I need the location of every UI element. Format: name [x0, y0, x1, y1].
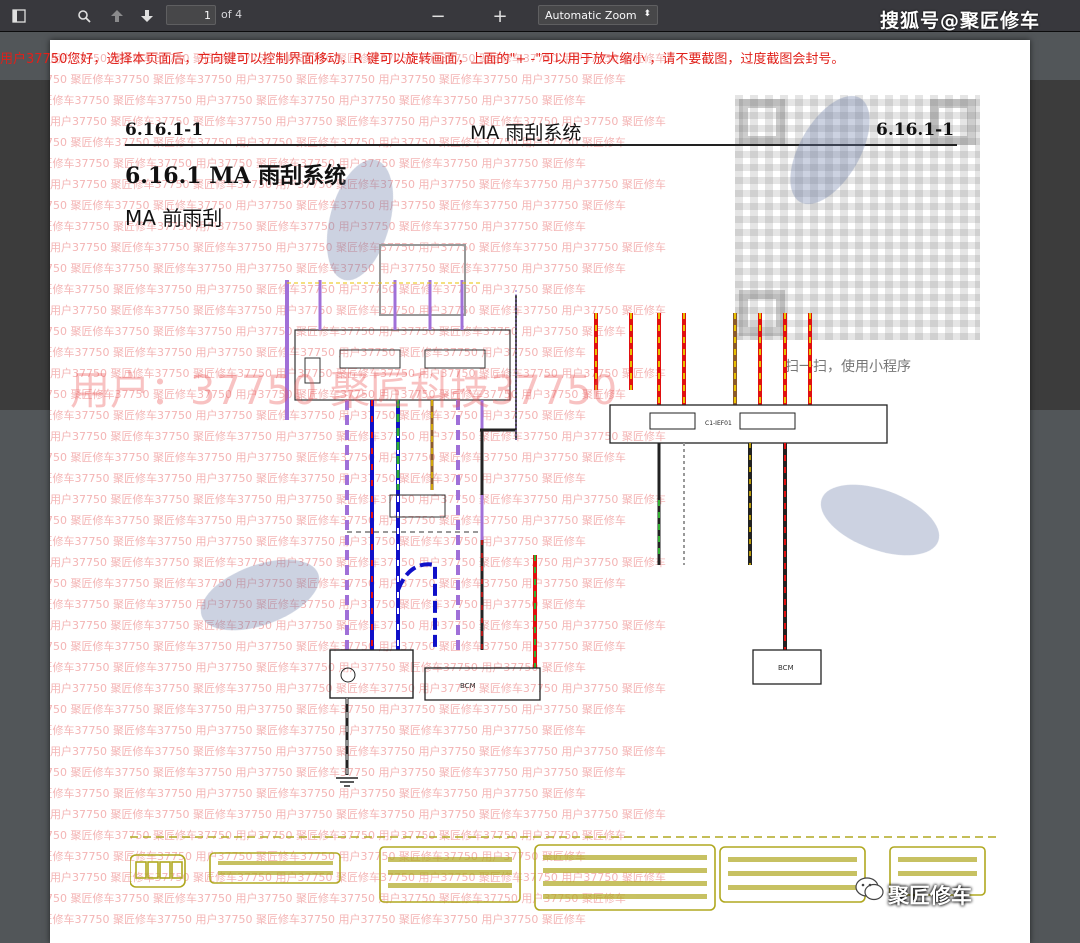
- brand-logo-watermark: [200, 95, 940, 631]
- watermark-row: 用户37750 聚匠修车37750 聚匠修车37750 用户37750 聚匠修车…: [50, 409, 586, 422]
- bcm-label-right: BCM: [778, 664, 794, 672]
- wiring-diagram: BCM C1-IEF01 BCM: [200, 95, 940, 787]
- zoom-in-button[interactable]: +: [492, 5, 508, 27]
- document-page: 用户37750 聚匠修车37750 聚匠修车37750 用户37750 聚匠修车…: [50, 40, 1030, 943]
- zoom-select[interactable]: Automatic Zoom ⬍: [538, 5, 658, 25]
- bcm-label-left: BCM: [460, 682, 476, 690]
- brand-watermark: 搜狐号@聚匠修车: [880, 10, 1041, 32]
- connector-label: C1-IEF01: [705, 420, 732, 427]
- watermark-row: 用户37750 聚匠修车37750 聚匠修车37750 用户37750 聚匠修车…: [50, 115, 666, 128]
- watermark-row: 用户37750 聚匠修车37750 聚匠修车37750 用户37750 聚匠修车…: [50, 619, 666, 632]
- watermark-row: 用户37750 聚匠修车37750 聚匠修车37750 用户37750 聚匠修车…: [50, 346, 586, 359]
- watermark-row: 用户37750 聚匠修车37750 聚匠修车37750 用户37750 聚匠修车…: [50, 766, 626, 779]
- watermark-row: 用户37750 聚匠修车37750 聚匠修车37750 用户37750 聚匠修车…: [50, 430, 666, 443]
- watermark-row: 用户37750 聚匠修车37750 聚匠修车37750 用户37750 聚匠修车…: [50, 52, 666, 65]
- connector-pinout-strip: [130, 836, 1000, 911]
- header-rule: [125, 144, 957, 146]
- footer-brand: 聚匠修车: [888, 884, 972, 908]
- search-icon[interactable]: [72, 4, 96, 28]
- qr-finder-top-right: [930, 99, 976, 145]
- qr-scan-text: 扫一扫，使用小程序: [785, 359, 911, 375]
- watermark-row: 用户37750 聚匠修车37750 聚匠修车37750 用户37750 聚匠修车…: [50, 808, 666, 821]
- watermark-row: 用户37750 聚匠修车37750 聚匠修车37750 用户37750 聚匠修车…: [50, 745, 666, 758]
- watermark-row: 用户37750 聚匠修车37750 聚匠修车37750 用户37750 聚匠修车…: [50, 472, 586, 485]
- watermark-row: 用户37750 聚匠修车37750 聚匠修车37750 用户37750 聚匠修车…: [50, 178, 666, 191]
- anti-screenshot-notice: 用户37750您好，选择本页面后，方向键可以控制界面移动，R 键可以旋转画面，上…: [0, 52, 845, 67]
- watermark-row: 用户37750 聚匠修车37750 聚匠修车37750 用户37750 聚匠修车…: [50, 556, 666, 569]
- sidebar-toggle-icon[interactable]: [7, 4, 31, 28]
- subsection-title: MA 前雨刮: [125, 206, 223, 230]
- chevron-updown-icon: ⬍: [643, 9, 651, 19]
- watermark-row: 用户37750 聚匠修车37750 聚匠修车37750 用户37750 聚匠修车…: [50, 787, 586, 800]
- watermark-row: 用户37750 聚匠修车37750 聚匠修车37750 用户37750 聚匠修车…: [50, 73, 626, 86]
- watermark-row: 用户37750 聚匠修车37750 聚匠修车37750 用户37750 聚匠修车…: [50, 241, 666, 254]
- wechat-icon: [855, 877, 884, 901]
- watermark-row: 用户37750 聚匠修车37750 聚匠修车37750 用户37750 聚匠修车…: [50, 199, 626, 212]
- page-number-input[interactable]: [166, 5, 216, 25]
- watermark-row: 用户37750 聚匠修车37750 聚匠修车37750 用户37750 聚匠修车…: [50, 598, 586, 611]
- big-watermark: 用户：37750 聚匠科技37750: [70, 368, 618, 414]
- watermark-row: 用户37750 聚匠修车37750 聚匠修车37750 用户37750 聚匠修车…: [50, 388, 626, 401]
- watermark-row: 用户37750 聚匠修车37750 聚匠修车37750 用户37750 聚匠修车…: [50, 661, 586, 674]
- watermark-row: 用户37750 聚匠修车37750 聚匠修车37750 用户37750 聚匠修车…: [50, 829, 626, 842]
- watermark-row: 用户37750 聚匠修车37750 聚匠修车37750 用户37750 聚匠修车…: [50, 682, 666, 695]
- watermark-row: 用户37750 聚匠修车37750 聚匠修车37750 用户37750 聚匠修车…: [50, 493, 666, 506]
- watermark-row: 用户37750 聚匠修车37750 聚匠修车37750 用户37750 聚匠修车…: [50, 367, 666, 380]
- watermark-row: 用户37750 聚匠修车37750 聚匠修车37750 用户37750 聚匠修车…: [50, 325, 626, 338]
- viewer-background-left: [0, 80, 50, 410]
- page-number-right: 6.16.1-1: [876, 120, 955, 140]
- page-number-left: 6.16.1-1: [125, 120, 204, 140]
- page-count-label: of 4: [221, 8, 243, 21]
- qr-code: [735, 95, 980, 340]
- watermark-row: 用户37750 聚匠修车37750 聚匠修车37750 用户37750 聚匠修车…: [50, 703, 626, 716]
- viewer-background-right: [1030, 80, 1080, 410]
- section-title: 6.16.1 MA 雨刮系统: [125, 163, 347, 189]
- watermark-row: 用户37750 聚匠修车37750 聚匠修车37750 用户37750 聚匠修车…: [50, 535, 586, 548]
- watermark-row: 用户37750 聚匠修车37750 聚匠修车37750 用户37750 聚匠修车…: [50, 94, 586, 107]
- watermark-row: 用户37750 聚匠修车37750 聚匠修车37750 用户37750 聚匠修车…: [50, 304, 666, 317]
- zoom-out-button[interactable]: −: [430, 5, 446, 27]
- watermark-row: 用户37750 聚匠修车37750 聚匠修车37750 用户37750 聚匠修车…: [50, 724, 586, 737]
- header-title: MA 雨刮系统: [470, 122, 582, 144]
- watermark-row: 用户37750 聚匠修车37750 聚匠修车37750 用户37750 聚匠修车…: [50, 157, 586, 170]
- previous-page-icon[interactable]: [105, 4, 129, 28]
- pdf-toolbar: of 4 − + Automatic Zoom ⬍ 搜狐号@聚匠修车: [0, 0, 1080, 32]
- watermark-row: 用户37750 聚匠修车37750 聚匠修车37750 用户37750 聚匠修车…: [50, 220, 586, 233]
- zoom-select-value: Automatic Zoom: [545, 9, 637, 22]
- next-page-icon[interactable]: [135, 4, 159, 28]
- watermark-row: 用户37750 聚匠修车37750 聚匠修车37750 用户37750 聚匠修车…: [50, 262, 626, 275]
- qr-finder-top-left: [739, 99, 785, 145]
- watermark-row: 用户37750 聚匠修车37750 聚匠修车37750 用户37750 聚匠修车…: [50, 283, 586, 296]
- watermark-row: 用户37750 聚匠修车37750 聚匠修车37750 用户37750 聚匠修车…: [50, 913, 586, 926]
